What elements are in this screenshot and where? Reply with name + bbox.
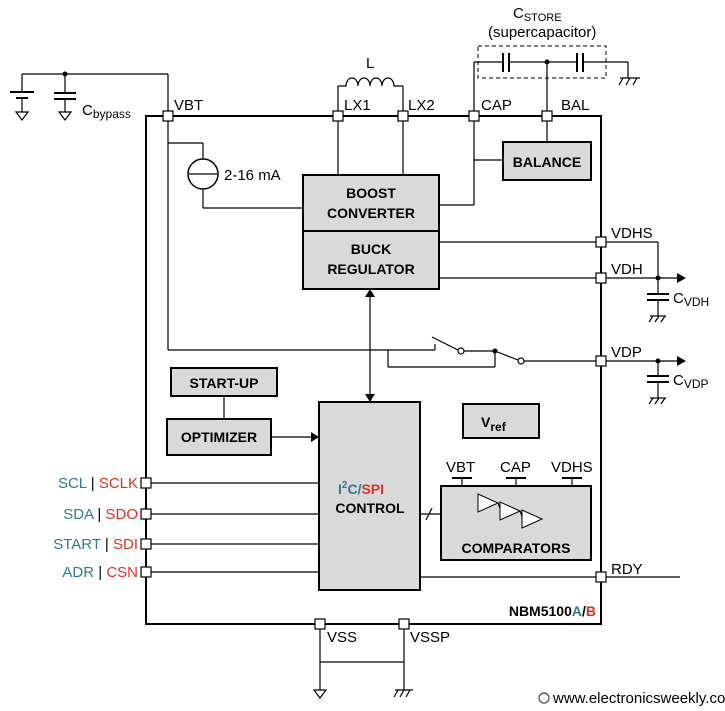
battery-icon: [10, 74, 34, 121]
buck-regulator-block: BUCK REGULATOR: [302, 230, 440, 290]
vss-ground-icon: [312, 689, 328, 699]
comparator-cap-label: CAP: [500, 459, 531, 476]
pin-bal-label: BAL: [561, 97, 589, 114]
pin-vbt-label: VBT: [174, 97, 203, 114]
watermark-logo-icon: [538, 692, 550, 704]
svg-text:OPTIMIZER: OPTIMIZER: [181, 429, 257, 445]
cvdh-label: CVDH: [673, 290, 709, 309]
svg-text:Vref: Vref: [481, 414, 507, 434]
svg-text:START-UP: START-UP: [190, 375, 259, 391]
svg-text:CONVERTER: CONVERTER: [327, 205, 415, 221]
current-source-icon: [187, 158, 219, 190]
cvdp-label: CVDP: [673, 372, 709, 391]
part-number: NBM5100A/B: [509, 603, 596, 619]
svg-text:I2C/SPI: I2C/SPI: [338, 480, 384, 497]
pin-lx2-label: LX2: [408, 97, 435, 114]
vdp-switch-1-icon: [431, 336, 465, 355]
left-pin-adr-label: ADR | CSN: [62, 564, 138, 581]
svg-text:BALANCE: BALANCE: [513, 154, 581, 170]
comparator-vdhs-label: VDHS: [551, 459, 593, 476]
cstore-label: CSTORE: [513, 5, 562, 24]
left-pin-scl-label: SCL | SCLK: [58, 475, 138, 492]
pin-vdh-label: VDH: [611, 261, 643, 278]
cstore-ground-icon: [618, 77, 640, 86]
vref-block: Vref: [462, 403, 540, 439]
svg-text:BUCK: BUCK: [351, 241, 391, 257]
cstore-note: (supercapacitor): [488, 24, 596, 41]
svg-text:COMPARATORS: COMPARATORS: [462, 540, 571, 556]
cbypass-capacitor-icon: [54, 74, 76, 121]
chip-outline: [145, 115, 602, 625]
watermark: www.electronicsweekly.com: [538, 690, 725, 707]
pin-vdhs-label: VDHS: [611, 225, 653, 242]
boost-converter-block: BOOST CONVERTER: [302, 174, 440, 232]
optimizer-block: OPTIMIZER: [166, 418, 272, 456]
cstore-capacitor-1: [502, 53, 510, 72]
comparators-block: COMPARATORS: [440, 485, 592, 561]
control-block: I2C/SPI CONTROL: [318, 401, 421, 591]
svg-text:REGULATOR: REGULATOR: [327, 261, 414, 277]
comparator-vbt-label: VBT: [446, 459, 475, 476]
cstore-capacitor-2: [576, 53, 584, 72]
pin-vssp-label: VSSP: [410, 629, 450, 646]
cvdp-capacitor-icon: [647, 361, 669, 405]
vssp-ground-icon: [393, 689, 413, 698]
inductor-icon: [338, 77, 403, 87]
cvdh-capacitor-icon: [647, 278, 669, 323]
svg-text:www.electronicsweekly.com: www.electronicsweekly.com: [552, 690, 725, 707]
svg-text:CONTROL: CONTROL: [335, 500, 405, 516]
balance-block: BALANCE: [502, 141, 592, 181]
svg-text:BOOST: BOOST: [346, 185, 396, 201]
pin-vdp-label: VDP: [611, 344, 642, 361]
cbypass-label: Cbypass: [82, 102, 131, 121]
left-pin-sda-label: SDA | SDO: [63, 506, 138, 523]
pin-pads: [140, 110, 607, 630]
pin-cap-label: CAP: [481, 97, 512, 114]
pin-vss-label: VSS: [327, 629, 357, 646]
pin-rdy-label: RDY: [611, 561, 643, 578]
left-pin-start-label: START | SDI: [53, 536, 138, 553]
current-source-label: 2-16 mA: [224, 167, 281, 184]
comparator-icon: [477, 493, 544, 529]
pin-lx1-label: LX1: [344, 97, 371, 114]
inductor-label: L: [366, 55, 374, 72]
vdp-switch-2-icon: [494, 350, 525, 365]
startup-block: START-UP: [170, 367, 278, 397]
